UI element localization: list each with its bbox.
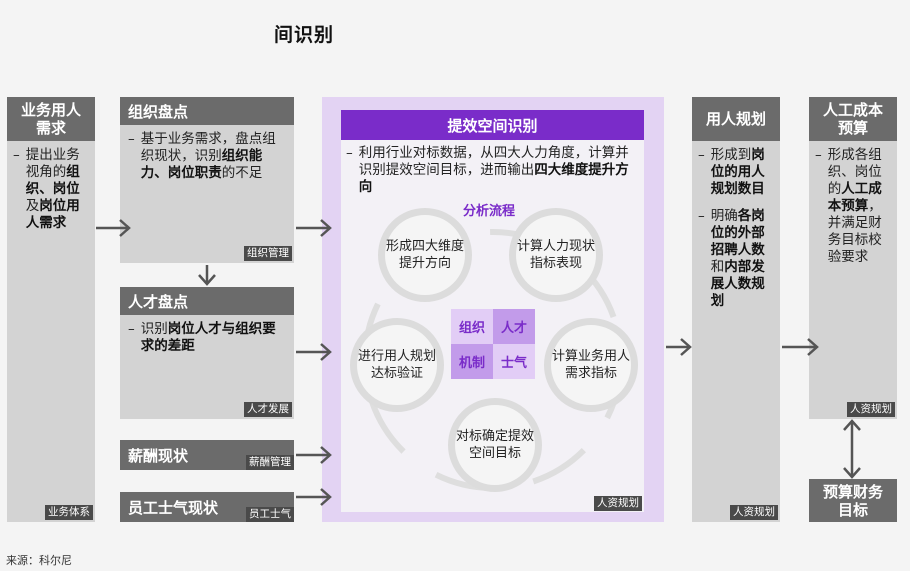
body-text: 提出业务视角的 <box>25 147 80 180</box>
puzzle-morale-label: 士气 <box>500 356 527 371</box>
emphasis-text: 组织、岗位 <box>25 164 80 197</box>
emphasis-text: 岗位人才与组织要求的差距 <box>140 321 276 354</box>
compensation-tag: 薪酬管理 <box>246 455 294 470</box>
puzzle-org-label: 组织 <box>458 321 485 336</box>
morale-tag: 员工士气 <box>246 507 294 522</box>
budget-target-label: 预算财务目标 <box>822 482 883 519</box>
compensation-label: 薪酬现状 <box>128 446 189 465</box>
body-text: 形成各组织、岗位的 <box>827 147 882 197</box>
step-top-right: 计算人力现状指标表现 <box>509 208 603 302</box>
emphasis-text: 岗位的用人规划数目 <box>710 147 765 197</box>
org-inventory-tag: 组织管理 <box>244 246 292 261</box>
efficiency-bullet: –利用行业对标数据，从四大人力角度，计算并识别提效空间目标，进而输出四大维度提升… <box>346 145 629 195</box>
emphasis-text: 四大维度提升方向 <box>358 162 629 195</box>
puzzle-mechanism-label: 机制 <box>458 356 485 371</box>
step-left: 进行用人规划达标验证 <box>350 318 444 412</box>
puzzle-talent: 人才 <box>493 309 535 344</box>
body-text: 利用行业对标数据，从四大人力角度，计算并识别提效空间目标，进而输出 <box>358 145 629 178</box>
puzzle-talent-label: 人才 <box>500 321 527 336</box>
body-text: 的不足 <box>221 165 263 181</box>
body-text: 识别 <box>140 321 168 337</box>
body-text: 及 <box>25 198 40 214</box>
org-inventory-bullet: –基于业务需求，盘点组织现状，识别组织能力、岗位职责的不足 <box>128 131 276 181</box>
emphasis-text: 内部发展人数规划 <box>710 259 765 309</box>
flow-title: 分析流程 <box>463 204 516 219</box>
staffing-plan-bullet-2: –明确各岗位的外部招聘人数和内部发展人数规划 <box>698 208 765 309</box>
body-text: 基于业务需求，盘点组织现状，识别 <box>140 131 276 164</box>
emphasis-text: 人工成本预算 <box>827 181 882 214</box>
talent-inventory-tag: 人才发展 <box>244 402 292 417</box>
efficiency-tag: 人资规划 <box>594 496 642 511</box>
talent-inventory-bullet: –识别岗位人才与组织要求的差距 <box>128 321 276 354</box>
step-right-label: 计算业务用人需求指标 <box>551 349 630 381</box>
labor-cost-panel: 人工成本预算 –形成各组织、岗位的人工成本预算，并满足财务目标校验要求 人资规划 <box>809 97 897 419</box>
emphasis-text: 岗位用人需求 <box>25 198 80 231</box>
org-inventory-panel: 组织盘点 –基于业务需求，盘点组织现状，识别组织能力、岗位职责的不足 组织管理 <box>120 97 294 263</box>
source-note: 来源：科尔尼 <box>6 554 72 567</box>
staffing-plan-bullet-1: –形成到岗位的用人规划数目 <box>698 147 765 197</box>
puzzle-org: 组织 <box>451 309 493 344</box>
talent-inventory-panel: 人才盘点 –识别岗位人才与组织要求的差距 人才发展 <box>120 287 294 419</box>
labor-cost-tag: 人资规划 <box>847 402 895 417</box>
puzzle-morale: 士气 <box>493 344 535 379</box>
staffing-plan-body: –形成到岗位的用人规划数目 –明确各岗位的外部招聘人数和内部发展人数规划 <box>692 147 780 320</box>
step-top-right-label: 计算人力现状指标表现 <box>516 239 595 271</box>
org-inventory-header: 组织盘点 <box>120 97 294 125</box>
labor-cost-bullet: –形成各组织、岗位的人工成本预算，并满足财务目标校验要求 <box>815 147 882 265</box>
staffing-plan-panel: 用人规划 –形成到岗位的用人规划数目 –明确各岗位的外部招聘人数和内部发展人数规… <box>692 97 780 522</box>
step-right: 计算业务用人需求指标 <box>544 318 638 412</box>
step-left-label: 进行用人规划达标验证 <box>357 349 436 381</box>
step-bottom: 对标确定提效空间目标 <box>448 398 542 492</box>
emphasis-text: 组织能力、岗位职责 <box>140 148 263 181</box>
step-top-left-label: 形成四大维度提升方向 <box>385 239 464 271</box>
labor-cost-header: 人工成本预算 <box>809 97 897 141</box>
talent-inventory-body: –识别岗位人才与组织要求的差距 <box>120 321 294 365</box>
efficiency-body: –利用行业对标数据，从四大人力角度，计算并识别提效空间目标，进而输出四大维度提升… <box>346 145 640 206</box>
staffing-plan-header: 用人规划 <box>692 97 780 141</box>
body-text: 形成到 <box>710 147 752 163</box>
body-text: 明确 <box>710 208 738 224</box>
page-title: 间识别 <box>274 24 335 46</box>
morale-label: 员工士气现状 <box>128 498 219 517</box>
staffing-plan-tag: 人资规划 <box>730 505 778 520</box>
budget-target-box: 预算财务目标 <box>809 479 897 522</box>
business-need-bullet: –提出业务视角的组织、岗位及岗位用人需求 <box>13 147 80 231</box>
body-text: ，并满足财务目标校验要求 <box>827 198 882 265</box>
business-need-header: 业务用人需求 <box>7 97 95 141</box>
step-bottom-label: 对标确定提效空间目标 <box>455 429 534 461</box>
org-inventory-body: –基于业务需求，盘点组织现状，识别组织能力、岗位职责的不足 <box>120 131 294 192</box>
step-top-left: 形成四大维度提升方向 <box>378 208 472 302</box>
body-text: 和 <box>710 259 725 275</box>
labor-cost-body: –形成各组织、岗位的人工成本预算，并满足财务目标校验要求 <box>809 147 897 276</box>
business-need-tag: 业务体系 <box>45 505 93 520</box>
business-need-panel: 业务用人需求 –提出业务视角的组织、岗位及岗位用人需求 业务体系 <box>7 97 95 522</box>
talent-inventory-header: 人才盘点 <box>120 287 294 315</box>
puzzle-mechanism: 机制 <box>451 344 493 379</box>
emphasis-text: 各岗位的外部招聘人数 <box>710 208 765 258</box>
efficiency-header: 提效空间识别 <box>341 110 644 140</box>
business-need-body: –提出业务视角的组织、岗位及岗位用人需求 <box>7 147 95 242</box>
